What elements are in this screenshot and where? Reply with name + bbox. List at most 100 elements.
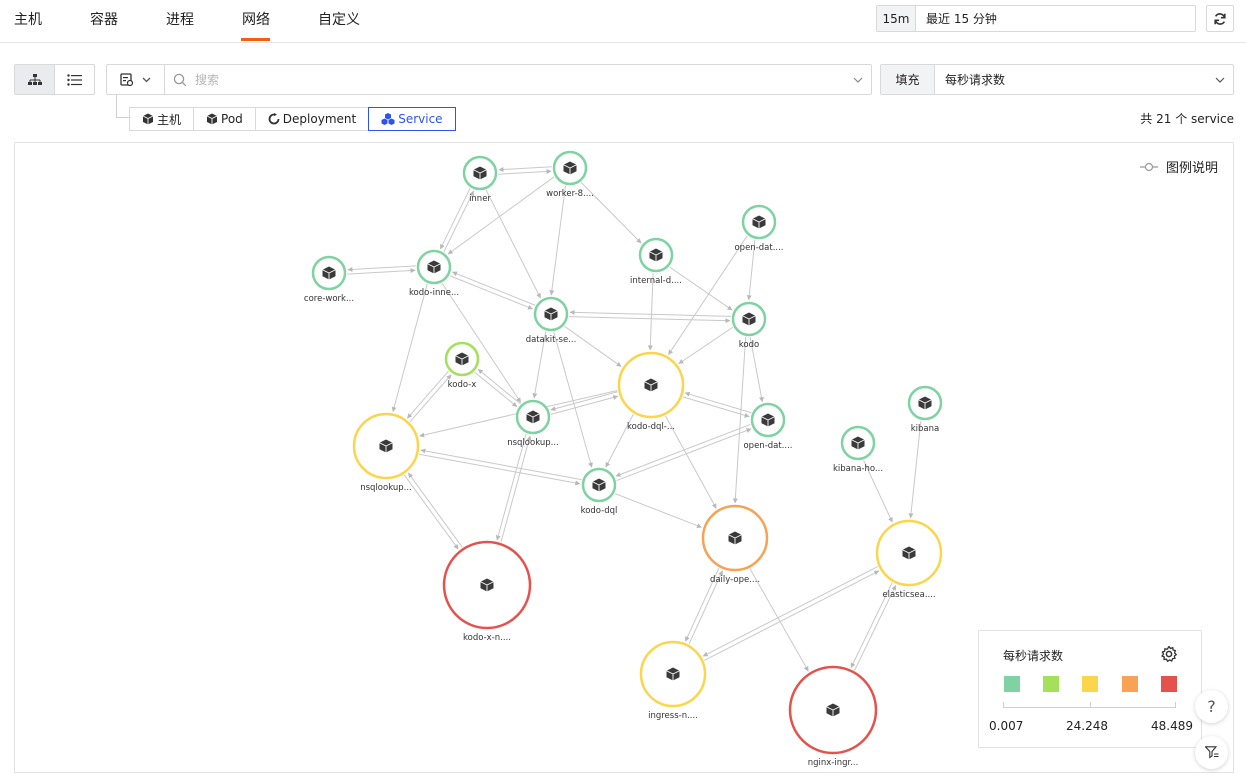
- refresh-button[interactable]: [1206, 5, 1234, 32]
- legend-tick: [1175, 702, 1176, 708]
- edge: [550, 391, 618, 412]
- time-range-label: 最近 15 分钟: [926, 12, 997, 26]
- edge: [447, 176, 555, 255]
- tab-host[interactable]: 主机: [14, 12, 42, 28]
- edge: [347, 268, 416, 275]
- legend-settings-button[interactable]: [1160, 645, 1178, 667]
- search-icon-wrap: [165, 73, 187, 87]
- list-view-button[interactable]: [55, 65, 94, 94]
- tab-container[interactable]: 容器: [90, 12, 118, 28]
- node-label: datakit-se...: [526, 335, 577, 345]
- legend-toggle[interactable]: 图例说明: [1140, 157, 1218, 176]
- type-tab-service[interactable]: Service: [368, 107, 456, 131]
- cube-icon-edges: [826, 706, 840, 717]
- cube-icon-edges: [427, 263, 441, 274]
- cube-icon-edges: [728, 534, 742, 545]
- service-node-worker[interactable]: worker-8....: [546, 150, 594, 199]
- service-node-kodox[interactable]: kodo-x: [444, 341, 480, 390]
- service-node-kibanaho[interactable]: kibana-ho...: [833, 425, 883, 474]
- service-node-kodoinne[interactable]: kodo-inne...: [409, 249, 459, 298]
- service-node-opendat2[interactable]: open-dat....: [743, 402, 793, 451]
- legend-swatch: [1161, 676, 1177, 692]
- service-node-kododql2[interactable]: kodo-dql-...: [617, 351, 685, 432]
- tab-process[interactable]: 进程: [166, 12, 194, 28]
- edge: [664, 415, 717, 509]
- service-node-opendat1[interactable]: open-dat....: [734, 204, 784, 253]
- node-label: open-dat....: [734, 243, 783, 253]
- edge: [749, 568, 809, 672]
- legend-axis: [1003, 707, 1176, 708]
- legend-line-icon: [1140, 162, 1158, 171]
- help-button[interactable]: ?: [1195, 690, 1228, 723]
- legend-swatch: [1122, 676, 1138, 692]
- search-dropdown-toggle[interactable]: [853, 77, 871, 83]
- edge: [532, 331, 547, 399]
- edge: [685, 567, 720, 642]
- edge: [580, 181, 642, 244]
- cube-icon-edges: [851, 439, 865, 450]
- node-label: kibana-ho...: [833, 464, 883, 474]
- type-tab-host-label: 主机: [157, 112, 182, 127]
- topology-canvas[interactable]: inner worker-8.... open-dat.... internal-d.…: [14, 142, 1234, 773]
- service-node-kodoxn[interactable]: kodo-x-n....: [442, 540, 532, 643]
- filter-button[interactable]: [1195, 736, 1228, 769]
- node-label: kodo-dql-...: [627, 422, 675, 432]
- service-node-kibana[interactable]: kibana: [907, 385, 943, 434]
- service-count: 共 21 个 service: [1140, 112, 1234, 126]
- cube-icon-edges: [473, 169, 487, 180]
- fill-label: 填充: [881, 65, 935, 94]
- edge: [409, 374, 452, 423]
- service-node-nginx[interactable]: nginx-ingr...: [788, 665, 878, 768]
- edge: [850, 582, 893, 669]
- legend-swatch: [1082, 676, 1098, 692]
- legend-title: 每秒请求数: [1003, 649, 1064, 663]
- service-node-datakit[interactable]: datakit-se...: [526, 296, 577, 345]
- edge: [550, 395, 619, 415]
- service-node-inner[interactable]: inner: [462, 155, 498, 204]
- filter-icon: [1204, 746, 1218, 759]
- service-node-internal[interactable]: internal-d....: [630, 237, 682, 286]
- service-node-nsqlookup1[interactable]: nsqlookup...: [507, 399, 559, 448]
- fill-metric-select[interactable]: 填充 每秒请求数: [880, 64, 1234, 95]
- edge: [485, 189, 541, 299]
- service-node-kodo[interactable]: kodo: [731, 301, 767, 350]
- time-range-picker[interactable]: 15m 最近 15 分钟: [876, 5, 1196, 32]
- tab-custom[interactable]: 自定义: [318, 12, 360, 28]
- node-label: worker-8....: [546, 189, 594, 199]
- service-node-dailyope[interactable]: daily-ope....: [701, 504, 769, 585]
- cube-icon-edges: [480, 581, 494, 592]
- legend-toggle-label: 图例说明: [1166, 161, 1219, 176]
- edge: [347, 265, 416, 272]
- edge: [615, 423, 751, 477]
- legend-mid: 24.248: [1066, 719, 1108, 733]
- type-tab-deployment[interactable]: Deployment: [254, 107, 370, 131]
- service-node-kododql[interactable]: kodo-dql: [581, 467, 618, 516]
- service-node-corework[interactable]: core-work...: [304, 255, 354, 304]
- chevron-down-icon: [1215, 77, 1225, 83]
- cube-icon-edges: [742, 315, 756, 326]
- service-node-nsqlookup2[interactable]: nsqlookup...: [352, 412, 420, 493]
- edge: [403, 474, 459, 550]
- active-tab-indicator: [241, 38, 270, 41]
- topology-graph[interactable]: inner worker-8.... open-dat.... internal-d.…: [15, 143, 1235, 774]
- type-tab-pod[interactable]: Pod: [193, 107, 256, 131]
- legend-tick: [1090, 702, 1091, 708]
- scope-selector[interactable]: [107, 65, 165, 94]
- service-node-ingress[interactable]: ingress-n....: [639, 640, 707, 721]
- scope-icon: [120, 72, 134, 86]
- search-input[interactable]: [187, 65, 853, 94]
- node-label: nsqlookup...: [507, 438, 559, 448]
- cube-icon-edges: [902, 549, 916, 560]
- gear-icon: [1161, 645, 1177, 663]
- topology-view-button[interactable]: [15, 65, 55, 94]
- list-icon: [67, 73, 82, 86]
- type-tab-host[interactable]: 主机: [129, 107, 195, 131]
- edge: [702, 566, 878, 657]
- service-node-elastic[interactable]: elasticsea....: [875, 519, 943, 600]
- edge: [452, 271, 536, 306]
- node-label: open-dat....: [743, 441, 792, 451]
- legend-min: 0.007: [989, 719, 1024, 733]
- fill-dropdown-toggle[interactable]: [1215, 77, 1233, 83]
- node-label: core-work...: [304, 294, 354, 304]
- tab-network[interactable]: 网络: [242, 12, 270, 28]
